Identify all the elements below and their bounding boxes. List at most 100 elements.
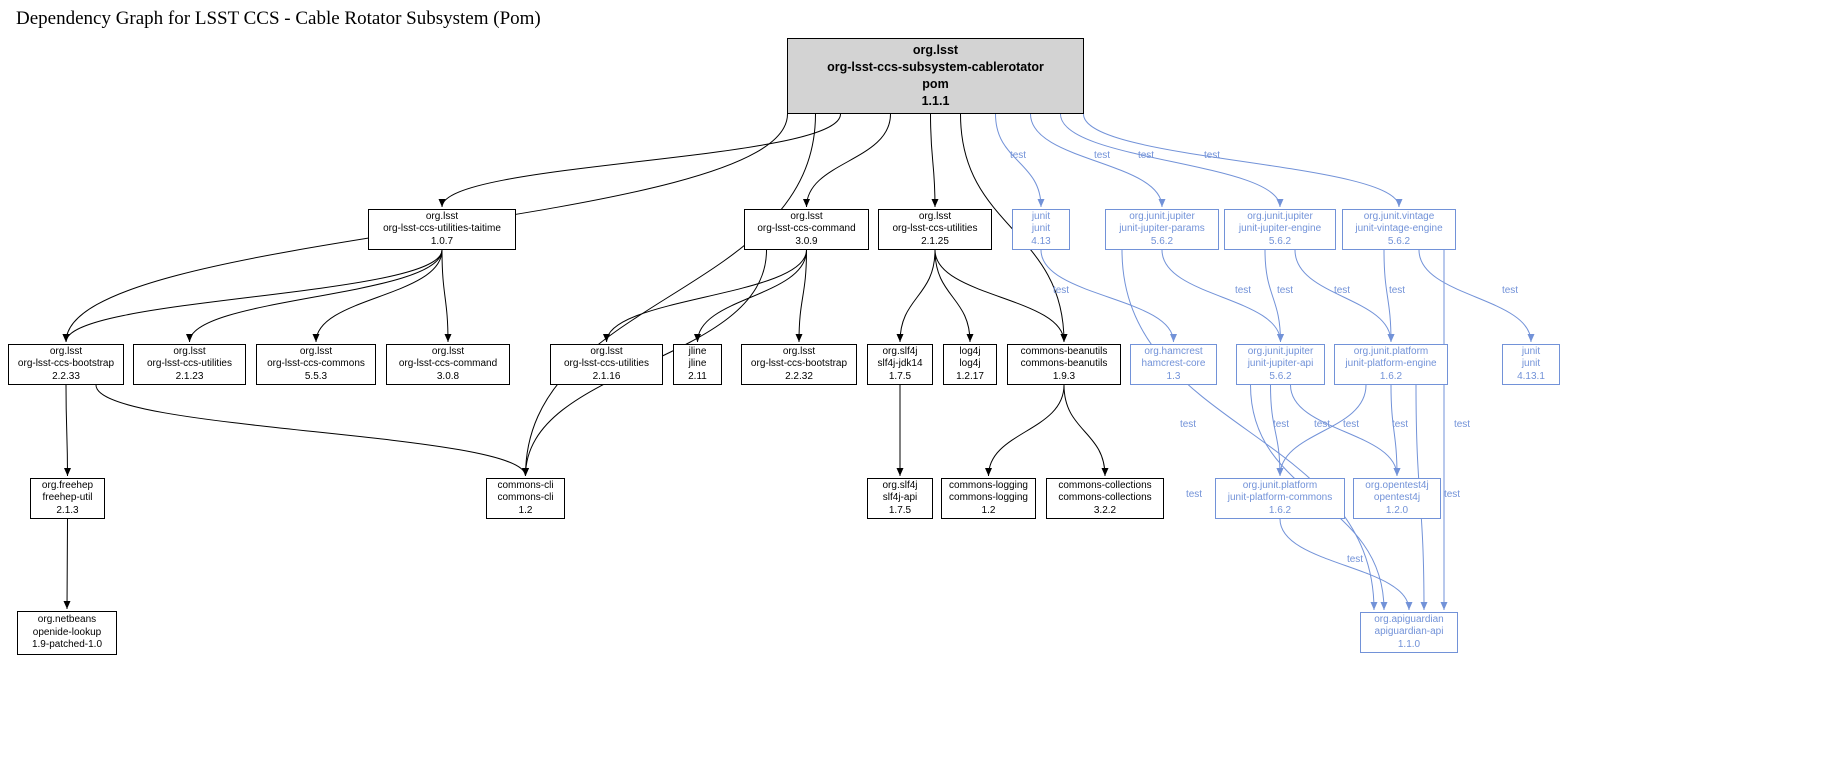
node-label-line: org-lsst-ccs-bootstrap (17, 358, 115, 370)
node-label-line: 5.6.2 (1387, 235, 1411, 247)
node-label-line: 3.2.2 (1093, 504, 1117, 516)
edge-jupiterEngine-platformEngine (1294, 249, 1395, 343)
node-label-line: 1.0.7 (430, 235, 454, 247)
edge-scope-label: test (1204, 150, 1220, 161)
node-label-line: hamcrest-core (1141, 358, 1206, 370)
node-label-line: 2.1.25 (921, 235, 949, 247)
edge-utilities2125-slf4jJdk14 (896, 249, 936, 343)
node-label-line: 1.3 (1166, 370, 1181, 382)
node-label-line: org.lsst (590, 345, 623, 357)
edge-scope-label: test (1010, 150, 1026, 161)
node-label-line: 1.9-patched-1.0 (31, 639, 103, 651)
node-label-line: org.junit.platform (1353, 345, 1429, 357)
node-label-line: org-lsst-ccs-utilities-taitime (383, 223, 501, 235)
node-label-line: 2.1.16 (592, 370, 621, 382)
node-label-line: 1.6.2 (1268, 504, 1292, 516)
node-label-line: org-lsst-ccs-utilities (563, 358, 649, 370)
node-label-line: commons-collections (1058, 479, 1152, 491)
node-label-line: 1.6.2 (1379, 370, 1403, 382)
node-label-line: junit-platform-engine (1345, 358, 1437, 370)
edge-jupiterApi-opentest4j (1290, 384, 1401, 477)
edge-scope-label: test (1235, 285, 1251, 296)
node-label-line: junit-jupiter-api (1247, 358, 1314, 370)
edge-scope-label: test (1180, 419, 1196, 430)
node-label-line: 4.13.1 (1517, 370, 1545, 382)
node-label-line: 3.0.9 (795, 235, 818, 247)
edge-root-command309 (803, 113, 891, 208)
edge-taitime-bootstrap2233 (62, 249, 443, 343)
node-label-line: org.netbeans (37, 614, 97, 626)
node-label-line: org-lsst-ccs-subsystem-cablerotator (827, 60, 1044, 74)
edge-bootstrap2233-commonsCli (95, 384, 529, 477)
edge-scope-label: test (1138, 150, 1154, 161)
node-label-line: 1.2.17 (956, 370, 984, 382)
node-label-line: org.lsst (425, 210, 459, 222)
node-label-line: org.junit.vintage (1363, 210, 1435, 222)
edge-scope-label: test (1444, 489, 1460, 500)
node-label-line: org.lsst (790, 210, 823, 222)
edge-root-utilities2125 (930, 113, 939, 208)
node-label-line: 5.5.3 (304, 370, 328, 382)
node-label-line: opentest4j (1373, 492, 1421, 504)
edge-scope-label: test (1277, 285, 1293, 296)
edge-scope-label: test (1392, 419, 1408, 430)
edge-root-vintageEngine (1083, 113, 1403, 208)
node-label-line: log4j (959, 358, 981, 370)
edge-bootstrap2233-freehep (63, 384, 71, 477)
node-label-line: 1.7.5 (888, 504, 912, 516)
node-label-line: pom (922, 77, 949, 91)
node-label-line: org.hamcrest (1144, 345, 1203, 357)
node-label-line: 1.2.0 (1385, 504, 1409, 516)
node-label-line: junit-jupiter-params (1119, 223, 1205, 235)
node-label-line: log4j (959, 345, 981, 357)
node-label-line: org.freehep (41, 479, 94, 491)
node-label-line: org.junit.platform (1242, 479, 1318, 491)
edge-jupiterParams-jupiterApi (1161, 249, 1284, 343)
node-label-line: commons-logging (949, 479, 1028, 491)
node-label-line: jline (688, 345, 707, 357)
node-label-line: org.lsst (431, 345, 465, 357)
edge-root-jupiterParams (1030, 113, 1166, 208)
node-label-line: 4.13 (1031, 235, 1051, 247)
node-label-line: commons-beanutils (1020, 345, 1108, 357)
node-label-line: 1.1.1 (921, 94, 950, 108)
node-label-line: org.lsst (782, 345, 816, 357)
node-label-line: org-lsst-ccs-utilities (892, 223, 978, 235)
node-label-line: junit-platform-commons (1227, 492, 1333, 504)
node-label-line: junit (1521, 358, 1541, 370)
edge-jupiterEngine-jupiterApi (1264, 249, 1284, 343)
node-label-line: org.apiguardian (1374, 613, 1444, 625)
edge-scope-label: test (1389, 285, 1405, 296)
edge-scope-label: test (1273, 419, 1289, 430)
edge-scope-label: test (1186, 489, 1202, 500)
node-label-line: 2.2.33 (52, 370, 80, 382)
node-label-line: org-lsst-ccs-commons (267, 358, 365, 370)
node-label-line: org.junit.jupiter (1247, 210, 1313, 222)
edge-scope-label: test (1334, 285, 1350, 296)
node-label-line: slf4j-api (882, 492, 918, 504)
edge-root-taitime (438, 113, 841, 208)
edge-vintageEngine-junit4131 (1418, 249, 1535, 343)
node-label-line: junit-jupiter-engine (1238, 223, 1322, 235)
node-label-line: freehep-util (42, 492, 93, 504)
node-label-line: org.opentest4j (1365, 479, 1429, 491)
